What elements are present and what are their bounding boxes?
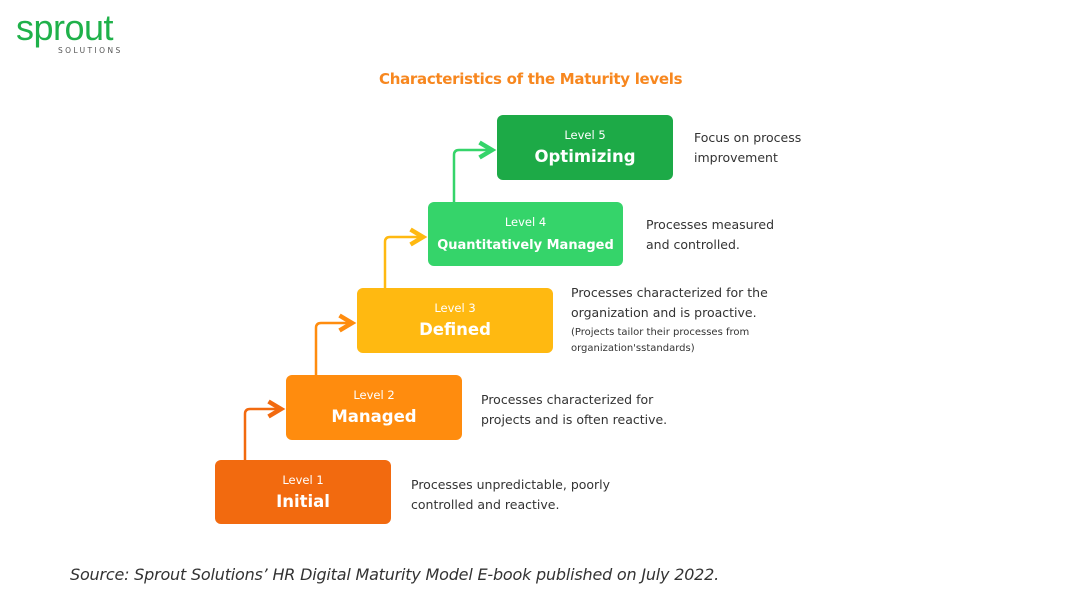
arrow-level1-to-level2 [243, 399, 286, 460]
level-2-description: Processes characterized for projects and… [481, 392, 668, 427]
level-3-note: (Projects tailor their processes from or… [571, 327, 750, 354]
level-2-name: Managed [331, 407, 417, 426]
level-3-name: Defined [419, 320, 491, 339]
level-2-label: Level 2 [353, 388, 395, 402]
logo-wordmark: sprout [16, 7, 114, 48]
level-2-box: Level 2 Managed [286, 375, 462, 440]
level-4-label: Level 4 [504, 215, 547, 229]
level-3-description: Processes characterized for the organiza… [571, 283, 768, 357]
level-5-box: Level 5 Optimizing [497, 115, 673, 180]
arrow-level4-to-level5 [452, 140, 497, 202]
sprout-solutions-logo: sprout SOLUTIONS [16, 7, 136, 58]
arrow-level3-to-level4 [383, 227, 428, 288]
level-3-label: Level 3 [434, 301, 476, 315]
level-1-name: Initial [276, 492, 330, 511]
level-4-name: Quantitatively Managed [437, 238, 614, 253]
level-3-box: Level 3 Defined [357, 288, 553, 353]
logo-subtitle: SOLUTIONS [58, 46, 123, 55]
level-5-name: Optimizing [534, 147, 636, 166]
source-caption: Source: Sprout Solutions’ HR Digital Mat… [70, 565, 720, 584]
level-4-box: Level 4 Quantitatively Managed [428, 202, 623, 266]
level-1-label: Level 1 [282, 473, 324, 487]
level-1-box: Level 1 Initial [215, 460, 391, 524]
level-5-label: Level 5 [564, 128, 606, 142]
arrow-level2-to-level3 [314, 313, 357, 375]
level-5-description: Focus on process improvement [694, 130, 802, 165]
level-4-description: Processes measured and controlled. [646, 217, 775, 252]
level-1-description: Processes unpredictable, poorly controll… [411, 477, 611, 512]
diagram-title: Characteristics of the Maturity levels [379, 70, 683, 88]
